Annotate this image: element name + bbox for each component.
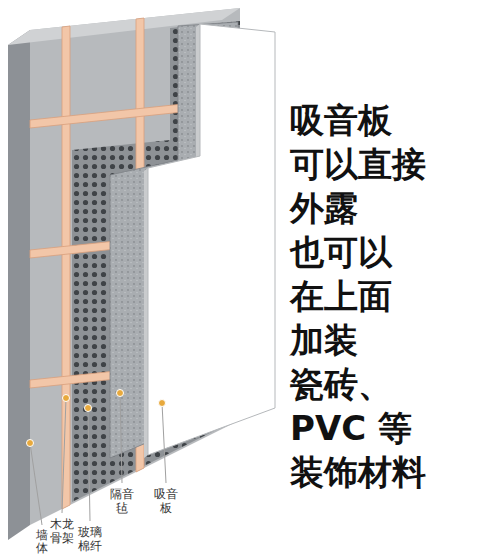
leader-line xyxy=(62,398,66,513)
leader-line xyxy=(88,408,90,521)
leader-dot xyxy=(85,405,92,412)
part-label: 玻璃棉纤 xyxy=(78,525,102,554)
leader-dot xyxy=(117,390,124,397)
leader-dot xyxy=(63,395,70,402)
part-label: 墙体 xyxy=(36,529,48,555)
note-text: 吸音板 可以直接 外露 也可以 在上面 加装 瓷砖、PVC 等 装饰材料 xyxy=(290,98,466,494)
leader-dot xyxy=(27,440,34,447)
leader-dot xyxy=(159,400,166,407)
leader-line xyxy=(120,393,122,483)
wood-stud xyxy=(62,26,70,509)
part-label: 吸音板 xyxy=(154,487,178,516)
part-label: 木龙骨架 xyxy=(50,517,74,546)
part-label: 隔音毡 xyxy=(110,487,134,516)
leader-line xyxy=(162,403,166,483)
leader-line xyxy=(30,443,42,525)
absorption-board xyxy=(148,24,275,455)
wall-side xyxy=(8,30,30,540)
